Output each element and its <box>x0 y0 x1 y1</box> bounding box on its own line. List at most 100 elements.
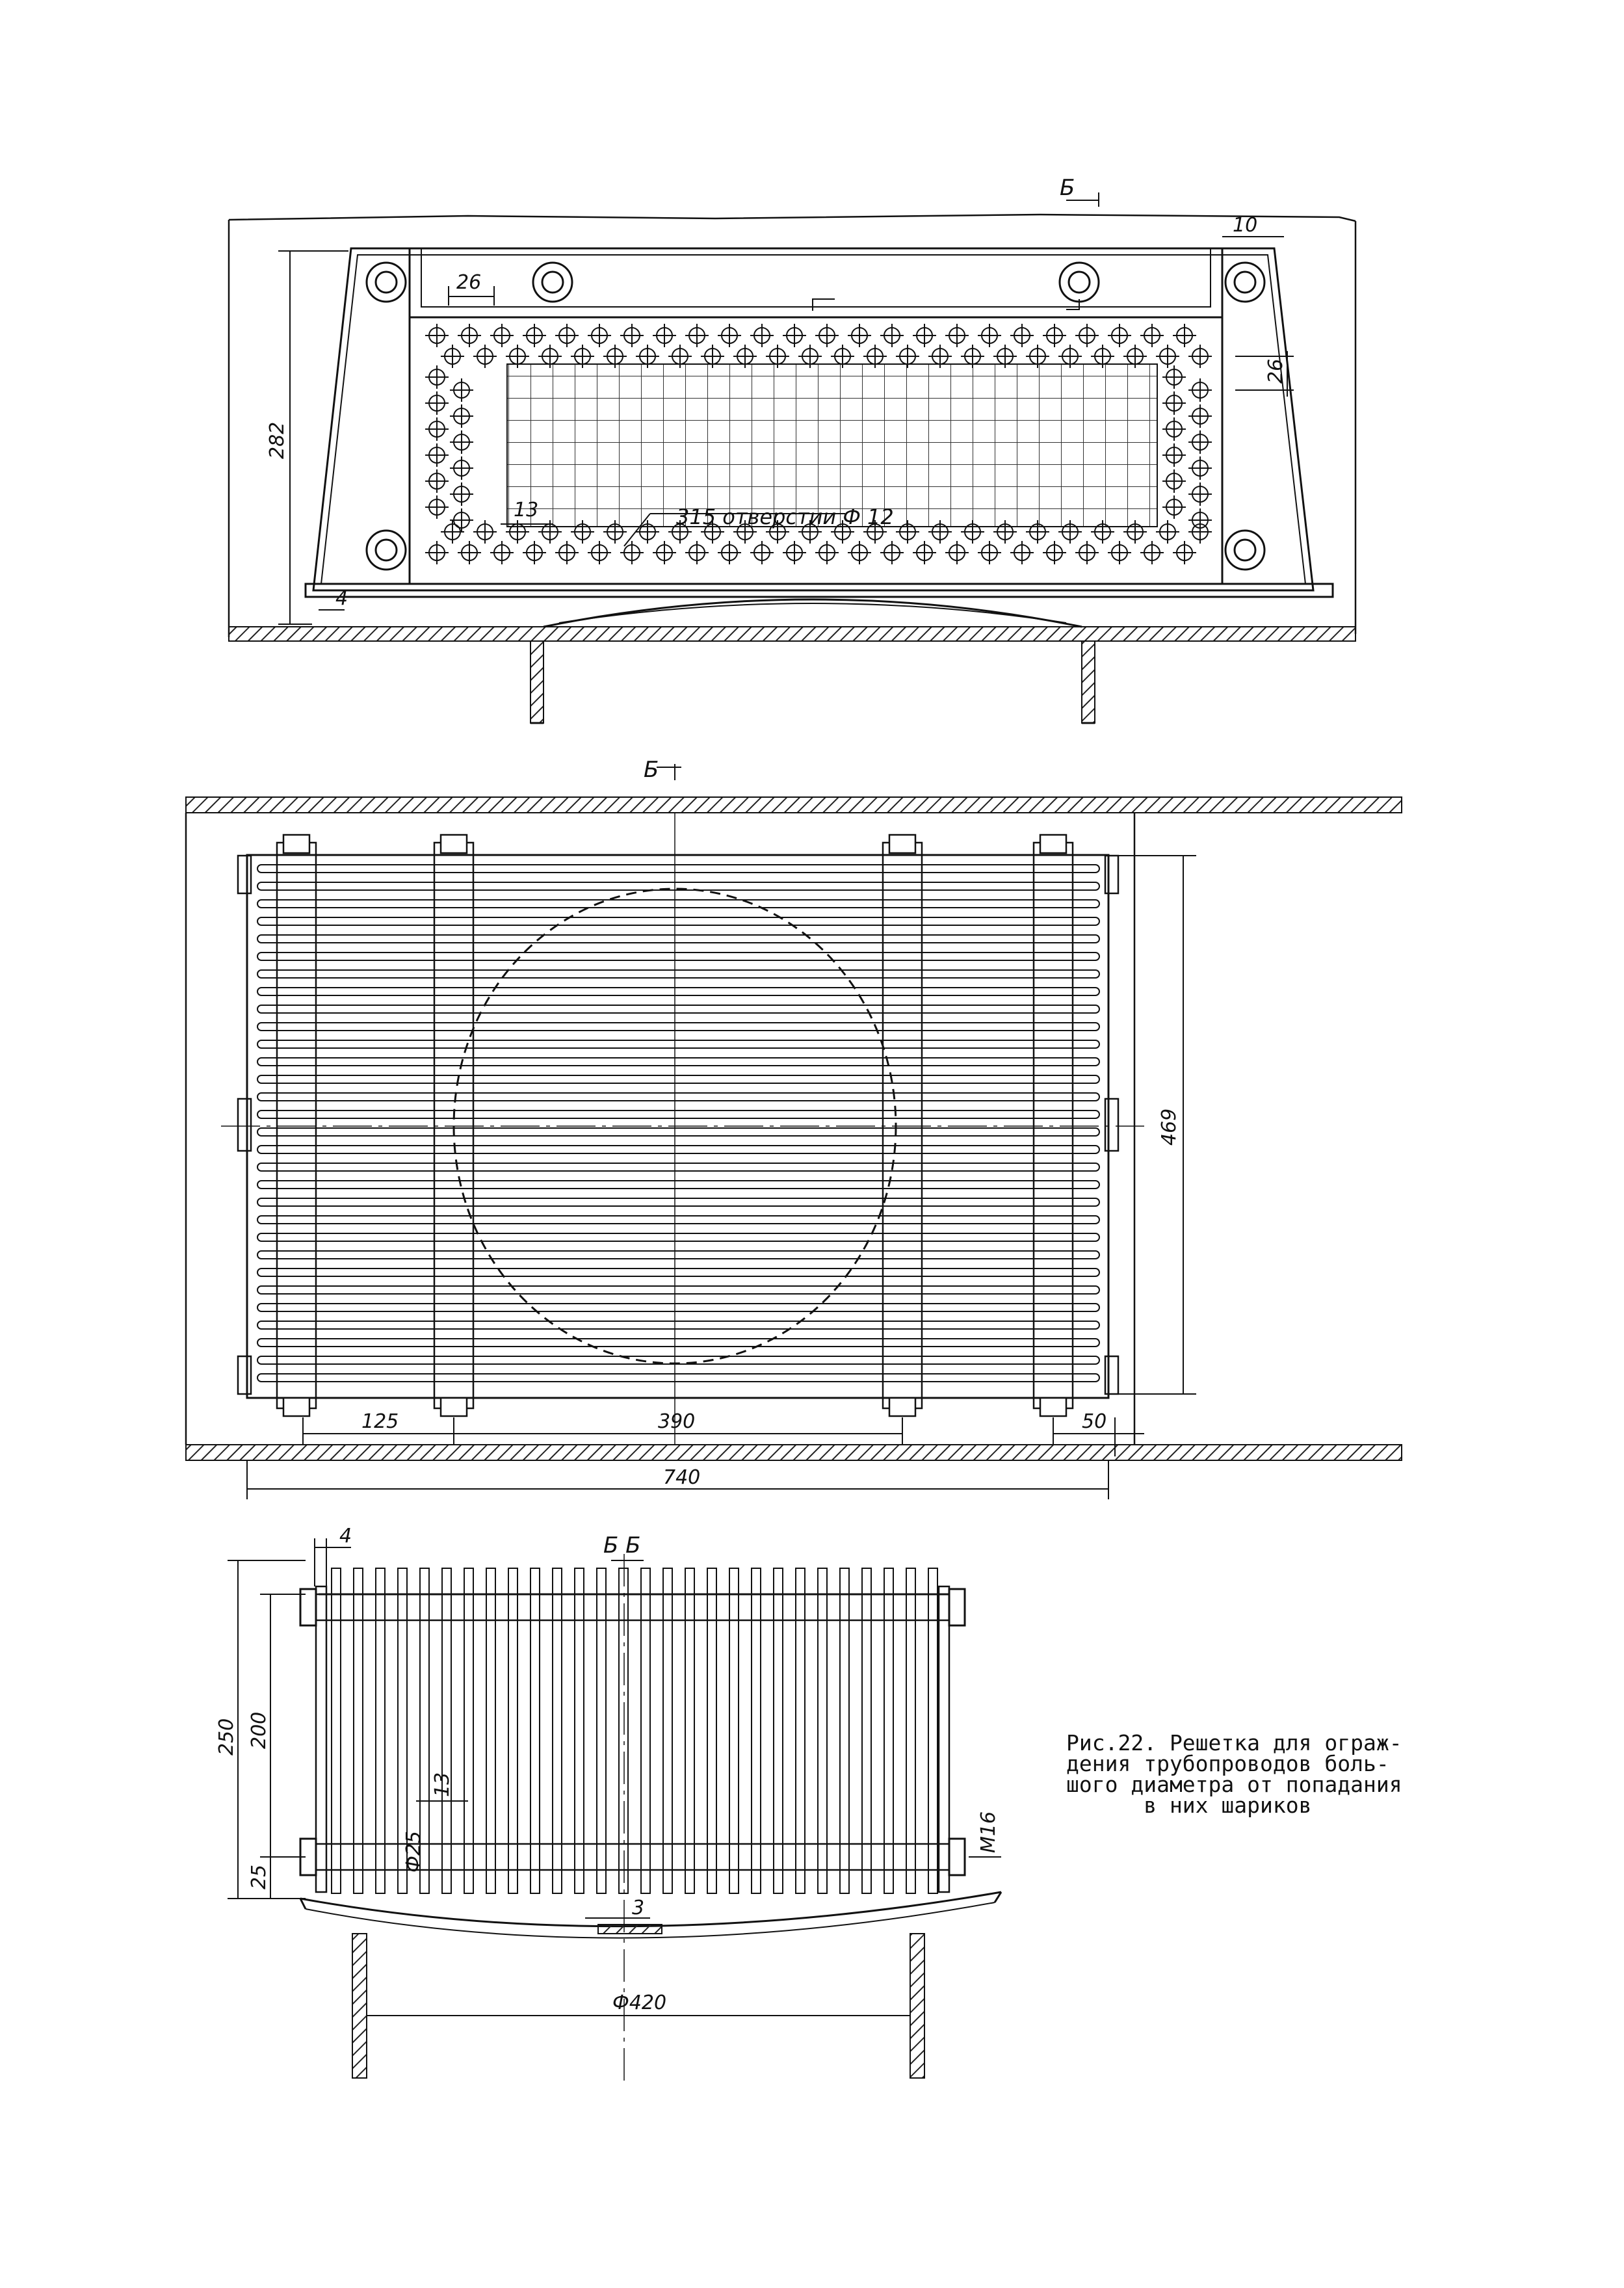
caption-line-2: дения трубопроводов боль- <box>1066 1751 1389 1776</box>
hole <box>620 541 644 564</box>
dim-phi420: Ф420 <box>612 1992 666 2014</box>
section-bar <box>552 1568 562 1894</box>
section-bar <box>441 1568 452 1894</box>
hole <box>1162 417 1186 441</box>
hole <box>425 443 449 467</box>
grille-bar <box>257 1180 1100 1189</box>
hole <box>425 324 449 347</box>
hole <box>1188 378 1212 402</box>
hole <box>766 520 789 544</box>
view-section-dimensions <box>228 1538 1001 2016</box>
grille-bar <box>257 899 1100 908</box>
grille-bar <box>257 1338 1100 1347</box>
hole <box>425 495 449 519</box>
hole <box>1188 456 1212 480</box>
grille-bar <box>257 987 1100 996</box>
hole <box>1162 443 1186 467</box>
dim-base-4: 4 <box>335 587 348 610</box>
hole <box>1162 391 1186 415</box>
hole <box>783 324 806 347</box>
hole <box>945 541 969 564</box>
dim-phi25: Ф25 <box>402 1831 425 1873</box>
hole <box>450 378 473 402</box>
grille-bar <box>257 864 1100 873</box>
hole <box>1123 520 1147 544</box>
hole <box>425 469 449 493</box>
hole <box>450 508 473 532</box>
hole <box>1108 541 1131 564</box>
hole <box>425 391 449 415</box>
hole <box>450 482 473 506</box>
hole <box>718 541 741 564</box>
hole <box>1140 541 1164 564</box>
grille-bar <box>257 1163 1100 1172</box>
hole <box>1075 541 1099 564</box>
section-mark-plan: Б <box>644 757 659 783</box>
dim-4: 4 <box>339 1525 352 1547</box>
section-bar <box>530 1568 540 1894</box>
section-bar <box>574 1568 584 1894</box>
section-bar <box>618 1568 629 1894</box>
grille-bar <box>257 1250 1100 1259</box>
hole <box>880 324 904 347</box>
grille-bar <box>257 1075 1100 1084</box>
hole <box>815 324 839 347</box>
section-bar <box>884 1568 894 1894</box>
section-bar <box>397 1568 408 1894</box>
hole <box>653 541 676 564</box>
view-plan <box>185 796 1402 1461</box>
figure-caption: Рис.22. Решетка для ограж- дения трубопр… <box>1066 1730 1482 1818</box>
section-bar <box>839 1568 850 1894</box>
hole <box>603 520 627 544</box>
grille-bar <box>257 1198 1100 1207</box>
hole <box>945 324 969 347</box>
hole <box>993 520 1017 544</box>
hole <box>880 541 904 564</box>
hole <box>896 520 919 544</box>
hole <box>1043 324 1066 347</box>
hole <box>1010 324 1034 347</box>
section-bar <box>707 1568 717 1894</box>
section-bar <box>375 1568 386 1894</box>
dim-250: 250 <box>215 1718 238 1755</box>
hole <box>653 324 676 347</box>
hole <box>863 520 887 544</box>
grille-bars <box>257 864 1100 1382</box>
hole <box>571 520 594 544</box>
caption-line-4: в них шариков <box>1066 1793 1312 1818</box>
hole <box>1108 324 1131 347</box>
hole <box>490 541 514 564</box>
dim-125: 125 <box>361 1410 399 1433</box>
grille-bar <box>257 1057 1100 1066</box>
grille-bar <box>257 1321 1100 1330</box>
hole <box>473 520 497 544</box>
section-bar <box>353 1568 363 1894</box>
dim-25: 25 <box>248 1865 270 1889</box>
hole <box>1188 430 1212 454</box>
hole <box>701 345 724 368</box>
hole <box>701 520 724 544</box>
hole <box>815 541 839 564</box>
hole <box>441 345 464 368</box>
grille-bar <box>257 1005 1100 1014</box>
section-bar <box>596 1568 607 1894</box>
caption-line-1: Рис.22. Решетка для ограж- <box>1066 1730 1402 1755</box>
hole <box>798 345 822 368</box>
hole <box>425 365 449 389</box>
hole <box>1162 469 1186 493</box>
dim-469: 469 <box>1158 1109 1181 1146</box>
dim-hole-pitch-13: 13 <box>514 499 538 521</box>
section-bar <box>773 1568 783 1894</box>
hole <box>506 345 529 368</box>
hole <box>1188 345 1212 368</box>
hole <box>1162 495 1186 519</box>
hole <box>831 345 854 368</box>
hole <box>1058 345 1082 368</box>
grille-bar <box>257 1040 1100 1049</box>
hole <box>993 345 1017 368</box>
section-bar <box>861 1568 872 1894</box>
grille-bar <box>257 1022 1100 1031</box>
hole <box>668 520 692 544</box>
hole <box>1173 541 1196 564</box>
view-plan-dimensions <box>246 764 1196 1499</box>
